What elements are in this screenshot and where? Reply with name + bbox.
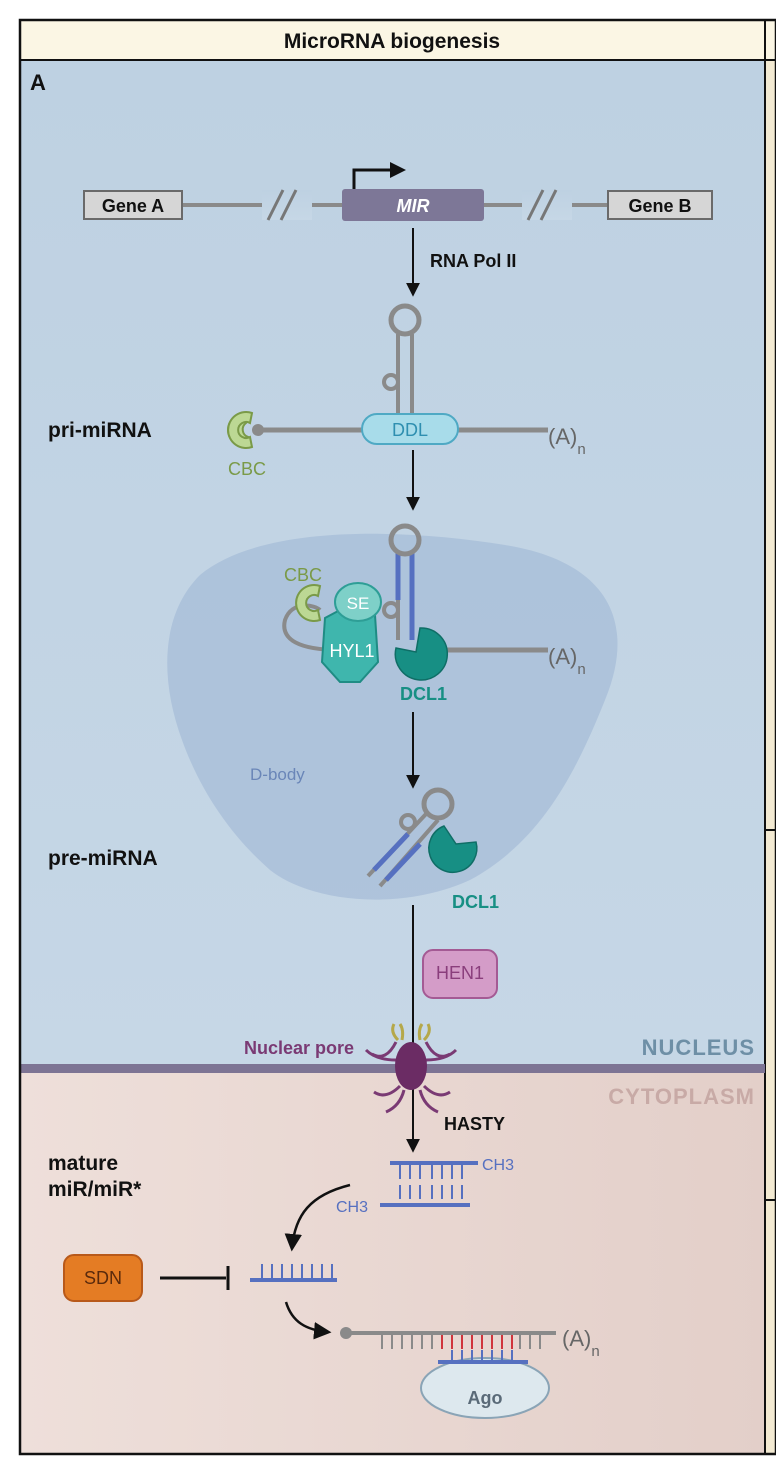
dcl1-protein <box>394 627 449 681</box>
transcription-start-arrow <box>352 168 392 189</box>
d-body <box>167 533 618 900</box>
header-band <box>20 20 776 60</box>
mir-gene-box <box>342 189 484 221</box>
arrow-to-target <box>284 1301 332 1340</box>
se-label: SE <box>347 594 370 613</box>
pri-mirna-label: pri-miRNA <box>48 419 152 442</box>
hyl1-protein <box>320 600 380 683</box>
cbc-label: CBC <box>228 459 266 479</box>
hasty-label: HASTY <box>444 1114 505 1134</box>
figure-border <box>18 18 776 1456</box>
dcl1-label-2: DCL1 <box>452 892 499 912</box>
nuclear-membrane <box>20 1064 765 1073</box>
dcl1-protein-2 <box>428 825 478 874</box>
mature-duplex <box>380 1161 478 1207</box>
sdn-protein <box>63 1254 143 1302</box>
mature-label-line2: miR/miR* <box>48 1178 142 1201</box>
processing-complex: HYL1 SE <box>282 523 548 683</box>
methyl-label-bottom: CH3 <box>336 1199 368 1216</box>
ddl-label: DDL <box>392 420 428 440</box>
gene-b-box <box>607 190 713 220</box>
pri-mirna-structure: DDL <box>227 303 548 449</box>
adjacent-panel-strip <box>765 60 776 1454</box>
sdn-label: SDN <box>84 1268 122 1288</box>
cbc-label-complex: CBC <box>284 565 322 585</box>
hen1-protein <box>422 949 498 999</box>
polya-label: (A)n <box>548 424 586 458</box>
cytoplasm-label: CYTOPLASM <box>608 1084 755 1109</box>
rna-pol-label: RNA Pol II <box>430 251 516 271</box>
hen1-label: HEN1 <box>436 963 484 983</box>
figure-title: MicroRNA biogenesis <box>284 30 500 53</box>
nucleus-label: NUCLEUS <box>642 1035 755 1060</box>
single-strand-mirna <box>250 1264 337 1282</box>
hyl1-label: HYL1 <box>329 641 374 661</box>
pre-mirna-structure <box>366 787 478 888</box>
target-mrna <box>340 1327 556 1349</box>
d-body-label: D-body <box>250 765 305 784</box>
arrow-to-single-strand <box>284 1183 351 1252</box>
methyl-label-top: CH3 <box>482 1157 514 1174</box>
ago-label: Ago <box>468 1388 503 1408</box>
ddl-protein <box>361 413 459 445</box>
ago-protein <box>420 1357 550 1419</box>
panel-letter: A <box>30 70 46 95</box>
nuclear-pore-label: Nuclear pore <box>244 1038 354 1058</box>
gene-b-label: Gene B <box>628 196 691 216</box>
pre-mirna-label: pre-miRNA <box>48 847 158 870</box>
se-protein <box>334 582 382 622</box>
cbc-protein-complex <box>295 584 322 622</box>
mature-label-line1: mature <box>48 1152 118 1175</box>
polya-label-complex: (A)n <box>548 644 586 678</box>
polya-label-target: (A)n <box>562 1326 600 1360</box>
nuclear-pore <box>364 1023 458 1114</box>
dcl1-label: DCL1 <box>400 684 447 704</box>
gene-a-box <box>83 190 183 220</box>
mir-gene-label: MIR <box>397 196 430 216</box>
gene-locus: Gene A Gene B MIR <box>83 162 713 221</box>
gene-a-label: Gene A <box>102 196 164 216</box>
cytoplasm-region <box>20 1068 765 1454</box>
ago-bound-mirna <box>438 1350 528 1364</box>
